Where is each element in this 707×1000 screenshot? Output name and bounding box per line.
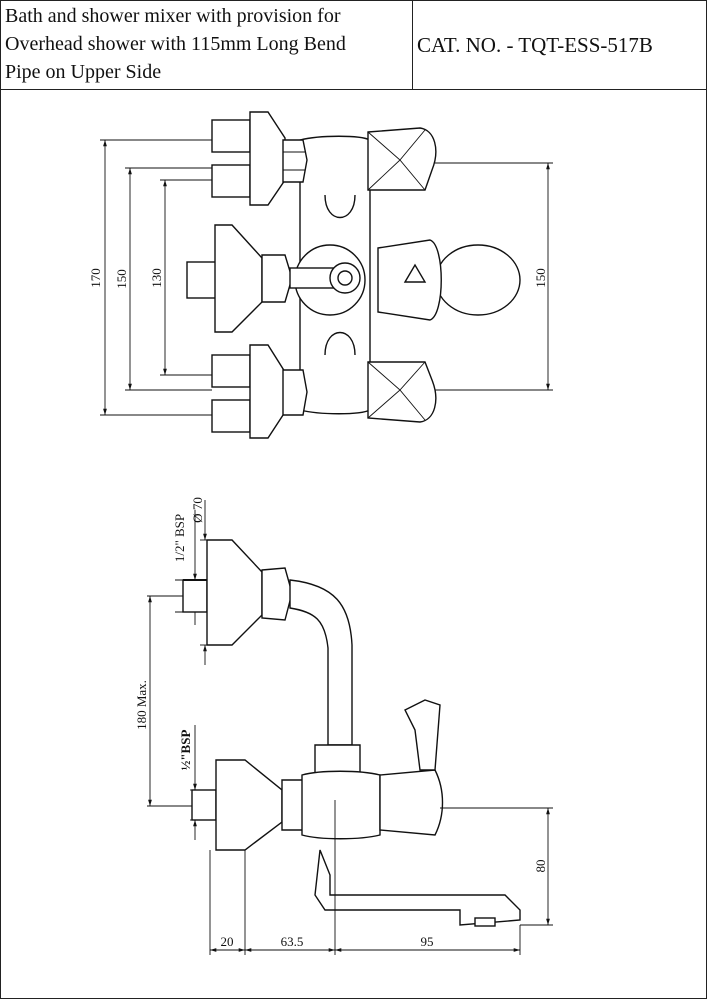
cold-handle (367, 361, 437, 423)
lower-bsp-label: ½"BSP (178, 730, 193, 771)
upper-nipple (182, 579, 208, 613)
dim-95-label: 95 (421, 934, 434, 949)
flange-diameter-label: Ø 70 (190, 497, 205, 523)
dimension-130: 130 (149, 179, 212, 376)
dimension-150-right: 150 (435, 162, 553, 391)
dim-150-left-label: 150 (114, 269, 129, 289)
dimension-150-left: 150 (114, 167, 212, 391)
diverter-slot (403, 263, 427, 283)
side-handle (379, 769, 444, 836)
inlet-spacing-label: 180 Max. (134, 680, 149, 730)
lower-inlet (211, 344, 308, 439)
dim-150-right-label: 150 (533, 268, 548, 288)
diverter-handle (377, 239, 521, 321)
shower-outlet (186, 224, 361, 333)
dimension-upper-bsp: 1/2" BSP (172, 510, 200, 625)
side-view: 1/2" BSP Ø 70 180 Max. ½"BSP 80 (134, 497, 553, 955)
dimension-80: 80 (440, 807, 553, 926)
dimension-170: 170 (88, 139, 212, 416)
diverter-lever (404, 699, 441, 771)
dim-20-label: 20 (221, 934, 234, 949)
title-block: Bath and shower mixer with provision for… (0, 0, 707, 90)
dimension-180-max: 180 Max. (134, 595, 192, 807)
bend-pipe (289, 579, 353, 746)
hot-handle (367, 127, 437, 191)
product-description: Bath and shower mixer with provision for… (1, 1, 413, 89)
lower-flange (215, 759, 283, 851)
description-line: Bath and shower mixer with provision for (5, 5, 341, 27)
dimension-lower-bsp: ½"BSP (178, 725, 197, 840)
spout-height-label: 80 (533, 860, 548, 873)
bath-spout (314, 849, 521, 926)
catalog-number: CAT. NO. - TQT-ESS-517B (417, 32, 653, 57)
upper-hex-nut (261, 567, 293, 621)
body-contour (324, 194, 356, 356)
description-line: Pipe on Upper Side (5, 61, 162, 83)
pipe-nut (314, 744, 361, 776)
top-view: 170 150 130 150 (88, 111, 553, 439)
dimension-flange-diameter: Ø 70 (190, 497, 215, 665)
dim-170-label: 170 (88, 268, 103, 288)
dimension-horizontal: 20 63.5 95 (209, 800, 521, 955)
lower-nipple (191, 789, 217, 821)
aerator (474, 917, 496, 927)
mixer-body (301, 770, 381, 840)
upper-flange (206, 539, 263, 646)
description-line: Overhead shower with 115mm Long Bend (5, 33, 346, 55)
upper-bsp-label: 1/2" BSP (172, 514, 187, 562)
upper-inlet (211, 111, 308, 206)
dim-63-5-label: 63.5 (281, 934, 304, 949)
dim-130-label: 130 (149, 268, 164, 288)
